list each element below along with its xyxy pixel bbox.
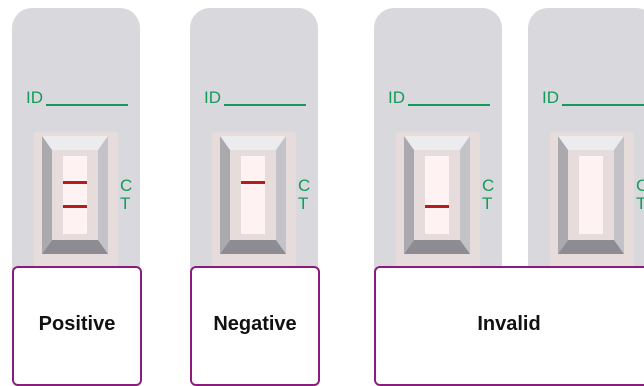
- control-mark: C: [298, 176, 311, 195]
- id-label: ID: [542, 88, 559, 107]
- result-text: Positive: [38, 313, 116, 335]
- id-label: ID: [204, 88, 221, 107]
- test-line: [425, 205, 449, 208]
- result-label-invalid: Invalid: [374, 266, 644, 386]
- control-line: [241, 181, 265, 184]
- test-line: [63, 205, 87, 208]
- id-line: [224, 104, 306, 106]
- result-label-negative: Negative: [190, 266, 320, 386]
- result-window: [42, 136, 108, 254]
- test-mark: T: [636, 194, 644, 213]
- control-mark: C: [482, 176, 495, 195]
- id-label: ID: [388, 88, 405, 107]
- id-line: [46, 104, 128, 106]
- test-mark: T: [120, 194, 131, 213]
- test-mark: T: [298, 194, 309, 213]
- id-label: ID: [26, 88, 43, 107]
- test-device-positive: ID C T: [12, 8, 140, 308]
- result-window: [558, 136, 624, 254]
- control-mark: C: [636, 176, 644, 195]
- control-mark: C: [120, 176, 133, 195]
- result-label-positive: Positive: [12, 266, 142, 386]
- id-line: [408, 104, 490, 106]
- test-device-invalid-1: ID C T: [374, 8, 502, 308]
- result-window: [404, 136, 470, 254]
- test-device-negative: ID C T: [190, 8, 318, 308]
- test-device-invalid-2: ID C T: [528, 8, 644, 308]
- control-line: [63, 181, 87, 184]
- test-mark: T: [482, 194, 493, 213]
- result-text: Invalid: [477, 313, 541, 335]
- result-text: Negative: [213, 313, 297, 335]
- result-window: [220, 136, 286, 254]
- id-line: [562, 104, 644, 106]
